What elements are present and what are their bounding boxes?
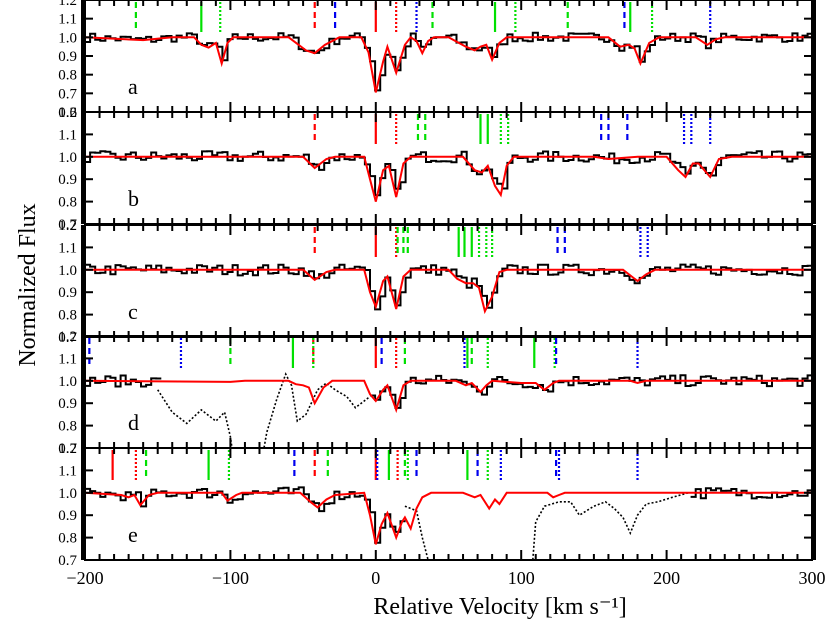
y-tick-label: 1.0 [58,150,77,166]
right-axis-bar [812,112,816,224]
panel-label: e [128,522,138,547]
x-tick-label: 200 [653,568,680,588]
y-tick-label: 1.1 [58,12,77,28]
y-tick-label: 1.2 [58,441,77,457]
y-tick-label: 1.0 [58,30,77,46]
y-tick-label: 0.7 [58,86,77,102]
y-tick-label: 0.8 [58,531,77,547]
y-tick-label: 0.9 [58,508,77,524]
model-fit [85,491,812,545]
y-tick-label: 0.8 [58,419,77,435]
x-tick-label: 100 [508,568,535,588]
y-tick-label: 1.1 [58,351,77,367]
left-axis-bar [81,336,85,448]
panel-frame [84,447,813,561]
y-tick-label: 1.2 [58,218,77,234]
blend-spectrum [404,492,689,560]
y-tick-label: 0.8 [58,195,77,211]
panel-label: d [128,410,139,435]
panel-label: a [128,74,138,99]
x-tick-label: −200 [66,568,103,588]
y-tick-label: 0.7 [58,330,77,346]
y-tick-label: 1.2 [58,0,77,9]
y-tick-label: 1.0 [58,486,77,502]
right-axis-bar [812,336,816,448]
y-tick-label: 0.9 [58,285,77,301]
left-axis-bar [81,448,85,560]
left-axis-bar [81,112,85,224]
model-fit [85,35,812,93]
left-axis-bar [81,0,85,112]
right-axis-bar [812,448,816,560]
right-axis-bar [812,0,816,112]
y-tick-label: 0.6 [58,105,77,121]
y-tick-label: 1.1 [58,127,77,143]
x-tick-label: −100 [212,568,249,588]
y-tick-label: 1.0 [58,263,77,279]
blend-spectrum [157,372,371,448]
panel-label: b [128,186,139,211]
y-tick-label: 0.9 [58,172,77,188]
panel-frame [84,224,813,338]
y-tick-label: 1.1 [58,463,77,479]
y-tick-label: 0.9 [58,396,77,412]
x-tick-label: 300 [799,568,826,588]
y-tick-label: 1.2 [58,105,77,121]
left-axis-bar [81,225,85,337]
y-tick-label: 0.7 [58,553,77,569]
model-fit [85,268,812,315]
panel-frame [84,335,813,449]
y-tick-label: 0.7 [58,217,77,233]
y-tick-label: 1.1 [58,240,77,256]
y-tick-label: 0.7 [58,441,77,457]
y-axis-label: Normalized Flux [15,203,41,367]
data-histogram [85,486,812,544]
model-fit [85,155,812,202]
y-tick-label: 0.8 [58,308,77,324]
model-fit [85,379,812,414]
panel-frame [84,0,813,113]
y-tick-label: 0.8 [58,68,77,84]
panel-label: c [128,299,138,324]
data-histogram [85,150,812,197]
x-tick-label: 0 [371,568,380,588]
x-axis-label: Relative Velocity [km s⁻¹] [373,594,627,620]
y-tick-label: 0.9 [58,49,77,65]
right-axis-bar [812,225,816,337]
data-histogram [85,263,812,311]
y-tick-label: 1.0 [58,374,77,390]
y-tick-label: 1.2 [58,329,77,345]
